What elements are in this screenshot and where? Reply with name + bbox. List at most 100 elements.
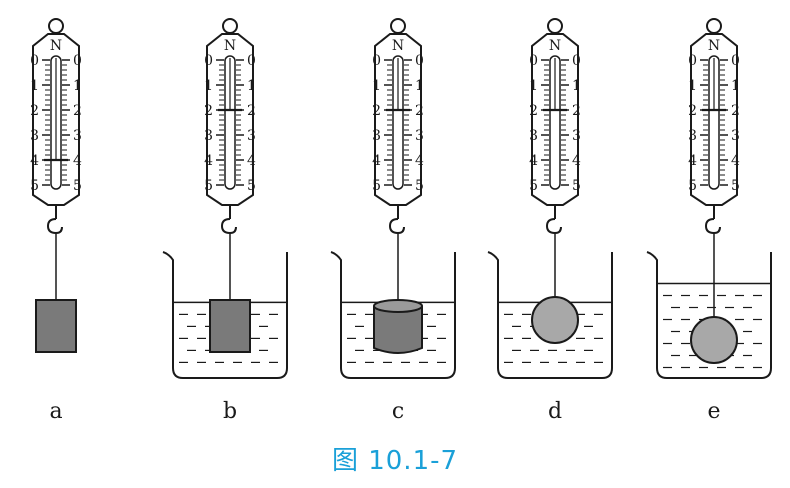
tick-label: 3 <box>731 128 740 144</box>
sphere-object <box>531 296 579 344</box>
cylinder-top <box>373 299 423 313</box>
tick-label: 2 <box>247 103 256 119</box>
tick-label: 3 <box>247 128 256 144</box>
tick-label: 0 <box>529 53 538 69</box>
tick-label: 0 <box>372 53 381 69</box>
tick-label: 4 <box>30 153 39 169</box>
spring-tube <box>224 55 236 190</box>
tick-label: 4 <box>73 153 82 169</box>
tick-label: 5 <box>73 178 82 194</box>
tick-label: 1 <box>731 78 740 94</box>
tick-label: 1 <box>247 78 256 94</box>
panel-label: b <box>223 399 237 424</box>
tick-label: 1 <box>30 78 39 94</box>
tick-label: 3 <box>529 128 538 144</box>
hanging-object <box>35 233 77 353</box>
tick-label: 2 <box>572 103 581 119</box>
tick-label: 3 <box>372 128 381 144</box>
tick-label: 5 <box>415 178 424 194</box>
panel-e: N0 0 1 1 2 2 3 3 4 4 5 5 e <box>646 18 772 424</box>
tick-label: 1 <box>529 78 538 94</box>
tick-label: 5 <box>529 178 538 194</box>
tick-label: 0 <box>731 53 740 69</box>
tick-label: 4 <box>688 153 697 169</box>
tick-label: 3 <box>415 128 424 144</box>
tick-label: 0 <box>247 53 256 69</box>
unit-label: N <box>392 38 404 54</box>
tick-label: 2 <box>529 103 538 119</box>
tick-label: 5 <box>247 178 256 194</box>
beaker-outline <box>487 251 613 379</box>
figure-caption: 图 10.1-7 <box>331 446 459 476</box>
hook <box>46 218 63 235</box>
hanging-ring <box>390 18 406 34</box>
panel-c: N0 0 1 1 2 2 3 3 4 4 5 5 c <box>330 18 456 424</box>
tick-label: 2 <box>415 103 424 119</box>
beaker-outline <box>330 251 456 379</box>
hanging-ring <box>222 18 238 34</box>
spring-tube <box>392 55 404 190</box>
tick-label: 5 <box>372 178 381 194</box>
tick-label: 1 <box>688 78 697 94</box>
spring-scale: N0 0 1 1 2 2 3 3 4 4 5 5 <box>688 18 740 235</box>
tick-label: 0 <box>30 53 39 69</box>
unit-label: N <box>549 38 561 54</box>
tick-label: 5 <box>731 178 740 194</box>
tick-label: 4 <box>247 153 256 169</box>
hanging-object <box>690 233 738 364</box>
tick-label: 0 <box>688 53 697 69</box>
tick-label: 2 <box>688 103 697 119</box>
tick-label: 3 <box>688 128 697 144</box>
hook <box>704 218 721 235</box>
spring-tube <box>549 55 561 190</box>
tick-label: 2 <box>73 103 82 119</box>
hanging-object <box>373 233 423 354</box>
unit-label: N <box>708 38 720 54</box>
block-object <box>35 299 77 353</box>
spring-scale: N0 0 1 1 2 2 3 3 4 4 5 5 <box>372 18 424 235</box>
tick-label: 2 <box>731 103 740 119</box>
hanging-ring <box>48 18 64 34</box>
panel-label: c <box>392 399 404 424</box>
hook <box>220 218 237 235</box>
sphere-object <box>690 316 738 364</box>
tick-label: 5 <box>572 178 581 194</box>
tick-label: 3 <box>73 128 82 144</box>
beaker-outline <box>646 251 772 379</box>
cylinder-object <box>373 306 423 354</box>
tick-label: 3 <box>204 128 213 144</box>
tick-label: 1 <box>572 78 581 94</box>
tick-label: 4 <box>204 153 213 169</box>
tick-label: 4 <box>415 153 424 169</box>
beaker-outline <box>162 251 288 379</box>
tick-label: 4 <box>731 153 740 169</box>
tick-label: 1 <box>415 78 424 94</box>
panel-label: e <box>707 399 720 424</box>
block-object <box>209 299 251 353</box>
tick-label: 5 <box>204 178 213 194</box>
tick-label: 3 <box>572 128 581 144</box>
hanging-ring <box>706 18 722 34</box>
tick-label: 4 <box>572 153 581 169</box>
hook <box>545 218 562 235</box>
tick-label: 1 <box>372 78 381 94</box>
panel-label: a <box>49 399 62 424</box>
tick-label: 5 <box>688 178 697 194</box>
tick-label: 4 <box>529 153 538 169</box>
tick-label: 0 <box>73 53 82 69</box>
tick-label: 2 <box>30 103 39 119</box>
tick-label: 1 <box>73 78 82 94</box>
spring-tube <box>708 55 720 190</box>
tick-label: 2 <box>372 103 381 119</box>
tick-label: 2 <box>204 103 213 119</box>
tick-label: 5 <box>30 178 39 194</box>
tick-label: 1 <box>204 78 213 94</box>
hanging-ring <box>547 18 563 34</box>
tick-label: 4 <box>372 153 381 169</box>
tick-label: 0 <box>415 53 424 69</box>
